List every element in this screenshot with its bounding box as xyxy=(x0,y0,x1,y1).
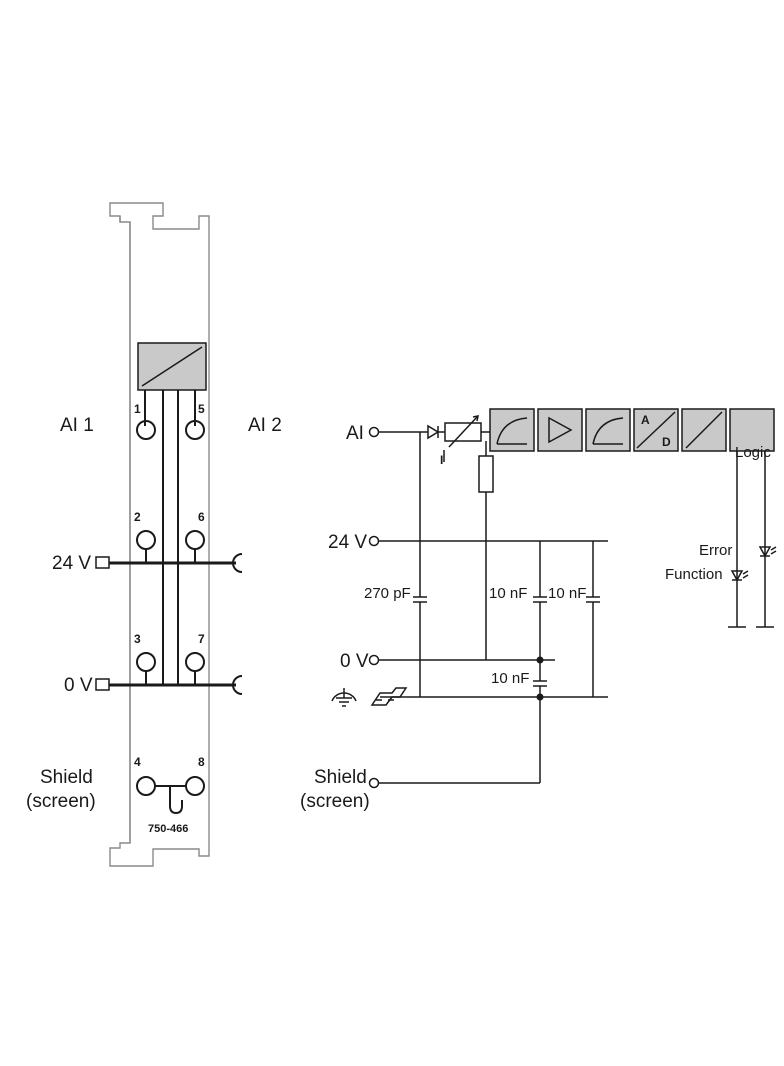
terminal-1-icon xyxy=(136,420,156,440)
led-function-icon xyxy=(730,570,749,582)
ground-icon xyxy=(331,688,357,707)
plug-0v-icon xyxy=(95,678,110,691)
terminal-5-icon xyxy=(185,420,205,440)
terminal-2-label: 2 xyxy=(134,510,141,524)
led-error-icon xyxy=(758,546,777,558)
v24-label: 24 V xyxy=(328,532,367,553)
terminal-6-label: 6 xyxy=(198,510,205,524)
plug-24v-icon xyxy=(95,556,110,569)
resistor-icon xyxy=(478,455,494,493)
terminal-4-label: 4 xyxy=(134,755,141,769)
terminal-6-icon xyxy=(185,530,205,550)
cap-10nf-label-3: 10 nF xyxy=(491,670,529,687)
terminal-1-label: 1 xyxy=(134,402,141,416)
schematic xyxy=(331,408,777,789)
module-screen-label: (screen) xyxy=(26,791,96,812)
converter-symbol xyxy=(137,342,207,685)
module-bus-lines xyxy=(95,553,243,695)
signal-chain xyxy=(489,408,775,452)
diode-icon xyxy=(427,424,440,440)
amplifier-block xyxy=(537,408,583,452)
ad-d-label: D xyxy=(662,435,671,449)
terminal-8-label: 8 xyxy=(198,755,205,769)
module-shield-label: Shield xyxy=(40,767,93,788)
cap-10nf-label-1: 10 nF xyxy=(489,585,527,602)
cap-10nf-label-2: 10 nF xyxy=(548,585,586,602)
v0-label: 0 V xyxy=(340,651,369,672)
ai-label: AI xyxy=(346,423,364,444)
cap-270pf-label: 270 pF xyxy=(364,585,411,602)
logic-block xyxy=(729,408,775,452)
shield-label: Shield xyxy=(314,767,367,788)
terminal-7-label: 7 xyxy=(198,632,205,646)
ad-a-label: A xyxy=(641,413,650,427)
error-label: Error xyxy=(699,542,732,559)
screen-label: (screen) xyxy=(300,791,370,812)
function-label: Function xyxy=(665,566,723,583)
terminal-4-icon xyxy=(136,776,156,796)
terminal-2-icon xyxy=(136,530,156,550)
module-24v-label: 24 V xyxy=(52,553,91,574)
terminal-5-label: 5 xyxy=(198,402,205,416)
din-rail-icon xyxy=(370,687,408,706)
part-number: 750-466 xyxy=(148,823,188,835)
terminal-contacts xyxy=(136,420,205,815)
ai-terminal-icon xyxy=(368,426,380,438)
terminal-7-icon xyxy=(185,652,205,672)
v24-terminal-icon xyxy=(368,535,380,547)
module-0v-label: 0 V xyxy=(64,675,93,696)
current-symbol-label: I xyxy=(440,453,443,467)
module-housing xyxy=(109,202,210,867)
ai1-label: AI 1 xyxy=(60,415,94,436)
terminal-3-icon xyxy=(136,652,156,672)
logic-label: Logic xyxy=(735,444,771,461)
v0-terminal-icon xyxy=(368,654,380,666)
ai2-label: AI 2 xyxy=(248,415,282,436)
terminal-3-label: 3 xyxy=(134,632,141,646)
shield-terminal-icon xyxy=(368,777,380,789)
terminal-8-icon xyxy=(185,776,205,796)
